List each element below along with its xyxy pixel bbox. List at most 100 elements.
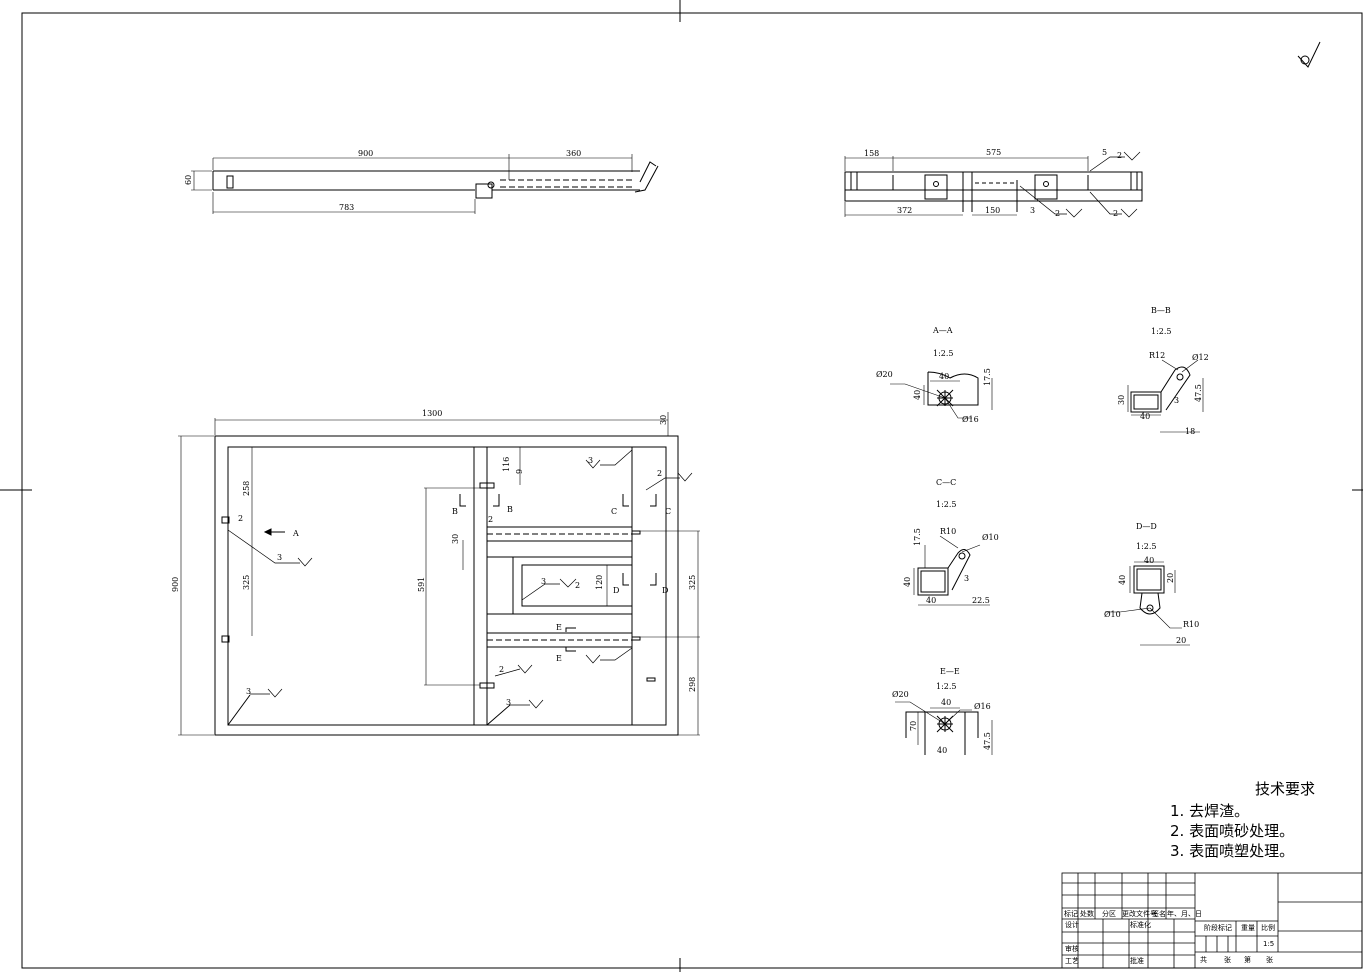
section-dd-dim-4: Ø10	[1104, 610, 1121, 619]
section-ee-dim-2: 40	[941, 698, 951, 707]
title-block	[1061, 872, 1363, 969]
dim-150: 150	[985, 206, 1000, 215]
weld-size-plan-6: 2	[499, 665, 504, 674]
section-ee-dim-4: 70	[909, 721, 918, 731]
section-mark-b-right: B	[507, 505, 513, 514]
dim-5: 5	[1102, 148, 1107, 157]
weld-size-front-3: 2	[1113, 209, 1118, 218]
tb-sheet-no: 第	[1244, 956, 1251, 964]
section-aa-scale: 1:2.5	[933, 349, 954, 358]
tb-approve: 批准	[1130, 957, 1144, 965]
tb-standardization: 标准化	[1130, 921, 1151, 929]
weld-size-plan-5: 3	[541, 577, 546, 586]
section-dd	[1105, 561, 1190, 646]
tb-scale-label: 比例	[1261, 924, 1275, 932]
dim-1300: 1300	[422, 409, 442, 418]
dim-3-front: 3	[1030, 206, 1035, 215]
tb-review: 审核	[1065, 945, 1079, 953]
tb-weight: 重量	[1241, 924, 1255, 932]
weld-size-plan-4: 2	[575, 581, 580, 590]
section-mark-e-bottom: E	[556, 654, 562, 663]
section-cc-dim-6: 3	[964, 574, 969, 583]
tb-sheet-unit2: 张	[1266, 956, 1273, 964]
dim-325-left: 325	[242, 575, 251, 590]
section-dd-scale: 1:2.5	[1136, 542, 1157, 551]
section-cc-dim-4: 40	[903, 577, 912, 587]
weld-size-plan-3: 2	[488, 515, 493, 524]
dim-116: 116	[502, 457, 511, 472]
section-mark-b-left: B	[452, 507, 458, 516]
section-aa	[890, 371, 993, 419]
front-view-right	[844, 151, 1143, 218]
tech-requirements-title: 技术要求	[1255, 780, 1316, 798]
section-ee-dim-6: 40	[937, 746, 947, 755]
tb-sheets-total: 共	[1200, 956, 1207, 964]
dim-9: 9	[515, 469, 524, 474]
dim-298: 298	[688, 677, 697, 692]
section-bb-dim-2: Ø12	[1192, 353, 1209, 362]
tb-date: 年、月、日	[1167, 910, 1202, 918]
section-bb-dim-7: 18	[1185, 427, 1195, 436]
dim-30-inner: 30	[451, 534, 460, 544]
section-bb-dim-5: 47.5	[1194, 384, 1203, 402]
section-dd-dim-6: 20	[1176, 636, 1186, 645]
weld-size-plan-8: 3	[506, 698, 511, 707]
side-view-left	[191, 154, 659, 214]
dim-30-plan: 30	[659, 415, 668, 425]
tb-stage-mark: 阶段标记	[1204, 924, 1232, 932]
dim-325-right: 325	[688, 575, 697, 590]
tb-change-doc: 更改文件号	[1122, 910, 1157, 918]
dim-158: 158	[864, 149, 879, 158]
tb-count: 处数	[1080, 910, 1094, 918]
weld-size-front-1: 2	[1117, 151, 1122, 160]
section-ee-dim-1: Ø20	[892, 690, 909, 699]
section-cc-scale: 1:2.5	[936, 500, 957, 509]
section-bb-dim-6: 3	[1174, 396, 1179, 405]
section-bb-dim-1: R12	[1149, 351, 1165, 360]
section-cc-dim-1: R10	[940, 527, 956, 536]
weld-size-plan-10: 3	[588, 456, 593, 465]
section-mark-d-right: D	[662, 586, 668, 595]
section-cc-dim-2: Ø10	[982, 533, 999, 542]
section-dd-dim-3: 20	[1166, 573, 1175, 583]
section-mark-c-right: C	[665, 507, 671, 516]
tech-requirement-1: 1. 去焊渣。	[1170, 802, 1250, 820]
tb-process: 工艺	[1065, 957, 1079, 965]
section-aa-dim-4: 17.5	[983, 368, 992, 386]
tb-zone: 分区	[1102, 910, 1116, 918]
weld-size-plan-2: 2	[238, 514, 243, 523]
dim-258: 258	[242, 481, 251, 496]
section-bb-title: B—B	[1151, 306, 1171, 315]
dim-900-top: 900	[358, 149, 373, 158]
section-ee-scale: 1:2.5	[936, 682, 957, 691]
section-bb-dim-3: 30	[1117, 395, 1126, 405]
dim-120: 120	[595, 575, 604, 590]
weld-size-plan-7: 3	[246, 687, 251, 696]
tb-mark: 标记	[1064, 910, 1078, 918]
section-bb-scale: 1:2.5	[1151, 327, 1172, 336]
section-bb-dim-4: 40	[1140, 412, 1150, 421]
plan-view	[178, 412, 700, 736]
section-aa-dim-2: 40	[939, 372, 949, 381]
section-bb	[1127, 359, 1204, 433]
tech-requirement-2: 2. 表面喷砂处理。	[1170, 822, 1295, 840]
section-dd-title: D—D	[1136, 522, 1157, 531]
dim-60-top: 60	[184, 175, 193, 185]
section-mark-d-left: D	[613, 586, 619, 595]
section-mark-c-left: C	[611, 507, 617, 516]
dim-783-top: 783	[339, 203, 354, 212]
section-cc	[913, 535, 990, 606]
weld-size-plan-1: 3	[277, 553, 282, 562]
weld-size-plan-9: 2	[657, 469, 662, 478]
section-dd-dim-2: 40	[1144, 556, 1154, 565]
section-cc-title: C—C	[936, 478, 956, 487]
tech-requirement-3: 3. 表面喷塑处理。	[1170, 842, 1295, 860]
weld-size-front-2: 2	[1055, 209, 1060, 218]
tb-sheets-unit: 张	[1224, 956, 1231, 964]
section-cc-dim-5: 40	[926, 596, 936, 605]
section-aa-dim-5: Ø16	[962, 415, 979, 424]
dim-372: 372	[897, 206, 912, 215]
dim-900-plan: 900	[171, 577, 180, 592]
section-ee-dim-5: 47.5	[983, 732, 992, 750]
section-mark-e-top: E	[556, 623, 562, 632]
